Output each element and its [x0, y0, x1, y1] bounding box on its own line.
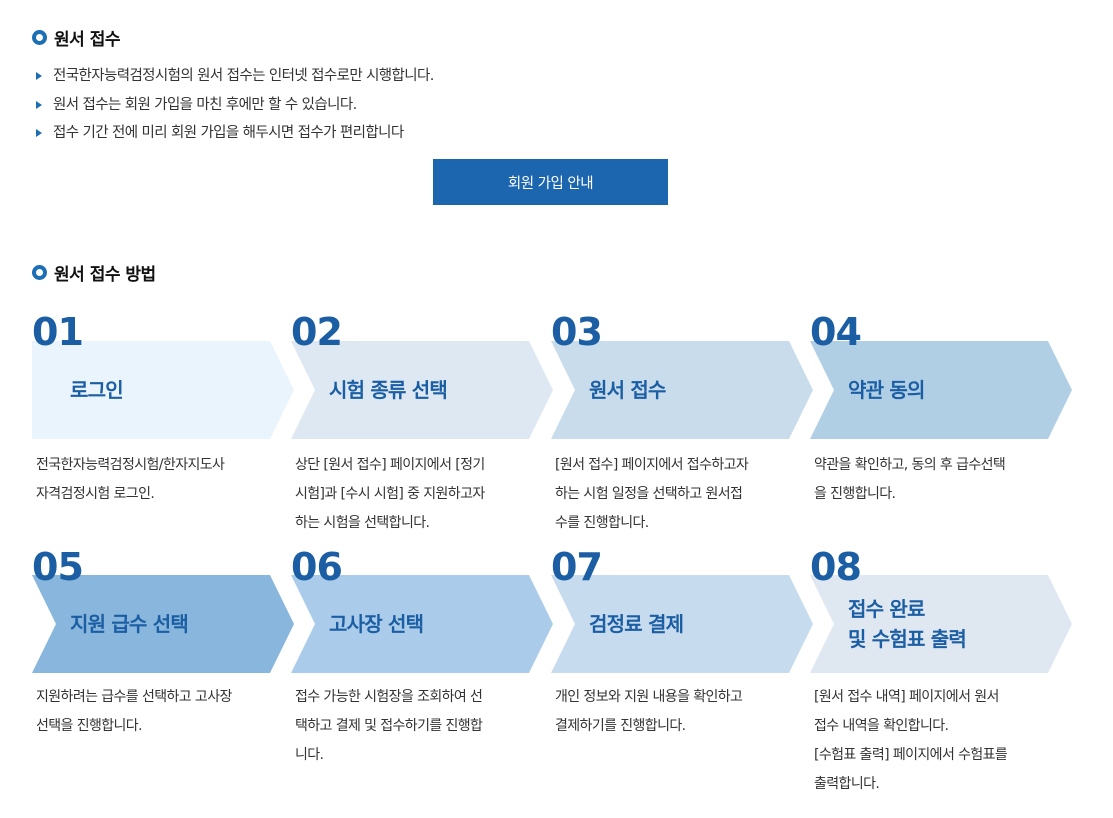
- desc-line: 지원하려는 급수를 선택하고 고사장: [36, 689, 232, 705]
- step-number: 06: [291, 545, 343, 589]
- step-label: 고사장 선택: [329, 612, 424, 636]
- step-arrow: 원서 접수: [551, 341, 813, 439]
- apply-title-text: 원서 접수: [54, 30, 120, 50]
- desc-line: 수를 진행합니다.: [555, 515, 649, 531]
- method-section-title: 원서 접수 방법: [32, 260, 156, 285]
- desc-line: 출력합니다.: [814, 776, 880, 792]
- step-arrow: 고사장 선택: [291, 575, 553, 673]
- step-description: [원서 접수 내역] 페이지에서 원서 접수 내역을 확인합니다. [수험표 출…: [814, 683, 1064, 799]
- step-label: 검정료 결제: [589, 612, 684, 636]
- step-description: 개인 정보와 지원 내용을 확인하고 결제하기를 진행합니다.: [555, 683, 805, 741]
- step-number: 04: [810, 310, 862, 354]
- step-number: 07: [551, 545, 603, 589]
- triangle-bullet-icon: [36, 72, 42, 80]
- circle-bullet-icon: [32, 30, 47, 45]
- desc-line: 전국한자능력검정시험/한자지도사: [36, 457, 225, 473]
- step-label: 지원 급수 선택: [70, 612, 189, 636]
- step-description: 상단 [원서 접수] 페이지에서 [정기 시험]과 [수시 시험] 중 지원하고…: [295, 451, 545, 538]
- step-number: 02: [291, 310, 343, 354]
- step-description: 지원하려는 급수를 선택하고 고사장 선택을 진행합니다.: [36, 683, 286, 741]
- step-label: 원서 접수: [589, 378, 666, 402]
- step-number: 08: [810, 545, 862, 589]
- desc-line: 상단 [원서 접수] 페이지에서 [정기: [295, 457, 485, 473]
- step-label-line: 접수 완료: [848, 597, 925, 621]
- apply-section-title: 원서 접수: [32, 25, 120, 50]
- step-label-line: 및 수험표 출력: [848, 627, 967, 651]
- desc-line: [원서 접수] 페이지에서 접수하고자: [555, 457, 749, 473]
- step-description: [원서 접수] 페이지에서 접수하고자 하는 시험 일정을 선택하고 원서접 수…: [555, 451, 805, 538]
- step-arrow: 접수 완료 및 수험표 출력: [810, 575, 1072, 673]
- notice-text: 접수 기간 전에 미리 회원 가입을 해두시면 접수가 편리합니다: [53, 125, 404, 141]
- method-title-text: 원서 접수 방법: [54, 265, 156, 285]
- step-label: 약관 동의: [848, 378, 925, 402]
- step-description: 접수 가능한 시험장을 조회하여 선 택하고 결제 및 접수하기를 진행합 니다…: [295, 683, 545, 770]
- step-number: 03: [551, 310, 603, 354]
- triangle-bullet-icon: [36, 100, 42, 109]
- desc-line: 개인 정보와 지원 내용을 확인하고: [555, 689, 743, 705]
- step-label: 로그인: [70, 378, 124, 402]
- desc-line: [수험표 출력] 페이지에서 수험표를: [814, 747, 1008, 763]
- step-label: 접수 완료 및 수험표 출력: [848, 594, 967, 654]
- desc-line: 접수 내역을 확인합니다.: [814, 718, 949, 734]
- step-arrow: 약관 동의: [810, 341, 1072, 439]
- membership-guide-button[interactable]: 회원 가입 안내: [433, 159, 668, 205]
- desc-line: 접수 가능한 시험장을 조회하여 선: [295, 689, 483, 705]
- desc-line: 니다.: [295, 747, 324, 763]
- desc-line: 하는 시험을 선택합니다.: [295, 515, 430, 531]
- step-arrow: 지원 급수 선택: [32, 575, 294, 673]
- notice-item: 전국한자능력검정시험의 원서 접수는 인터넷 접수로만 시행합니다.: [36, 65, 434, 94]
- step-arrow: 검정료 결제: [551, 575, 813, 673]
- desc-line: 시험]과 [수시 시험] 중 지원하고자: [295, 486, 485, 502]
- desc-line: 자격검정시험 로그인.: [36, 486, 155, 502]
- step-arrow: 로그인: [32, 341, 294, 439]
- notice-item: 접수 기간 전에 미리 회원 가입을 해두시면 접수가 편리합니다: [36, 122, 434, 151]
- circle-bullet-icon: [32, 265, 47, 280]
- desc-line: 결제하기를 진행합니다.: [555, 718, 686, 734]
- step-number: 05: [32, 545, 84, 589]
- desc-line: 하는 시험 일정을 선택하고 원서접: [555, 486, 743, 502]
- step-label: 시험 종류 선택: [329, 378, 448, 402]
- desc-line: [원서 접수 내역] 페이지에서 원서: [814, 689, 999, 705]
- step-number: 01: [32, 310, 84, 354]
- notice-item: 원서 접수는 회원 가입을 마친 후에만 할 수 있습니다.: [36, 94, 434, 123]
- triangle-bullet-icon: [36, 129, 42, 137]
- desc-line: 택하고 결제 및 접수하기를 진행합: [295, 718, 483, 734]
- step-description: 전국한자능력검정시험/한자지도사 자격검정시험 로그인.: [36, 451, 286, 509]
- desc-line: 을 진행합니다.: [814, 486, 896, 502]
- desc-line: 선택을 진행합니다.: [36, 718, 143, 734]
- notice-text: 전국한자능력검정시험의 원서 접수는 인터넷 접수로만 시행합니다.: [53, 68, 434, 84]
- notice-text: 원서 접수는 회원 가입을 마친 후에만 할 수 있습니다.: [53, 96, 357, 113]
- desc-line: 약관을 확인하고, 동의 후 급수선택: [814, 457, 1006, 473]
- step-arrow: 시험 종류 선택: [291, 341, 553, 439]
- apply-notice-list: 전국한자능력검정시험의 원서 접수는 인터넷 접수로만 시행합니다. 원서 접수…: [36, 65, 434, 151]
- step-description: 약관을 확인하고, 동의 후 급수선택 을 진행합니다.: [814, 451, 1064, 509]
